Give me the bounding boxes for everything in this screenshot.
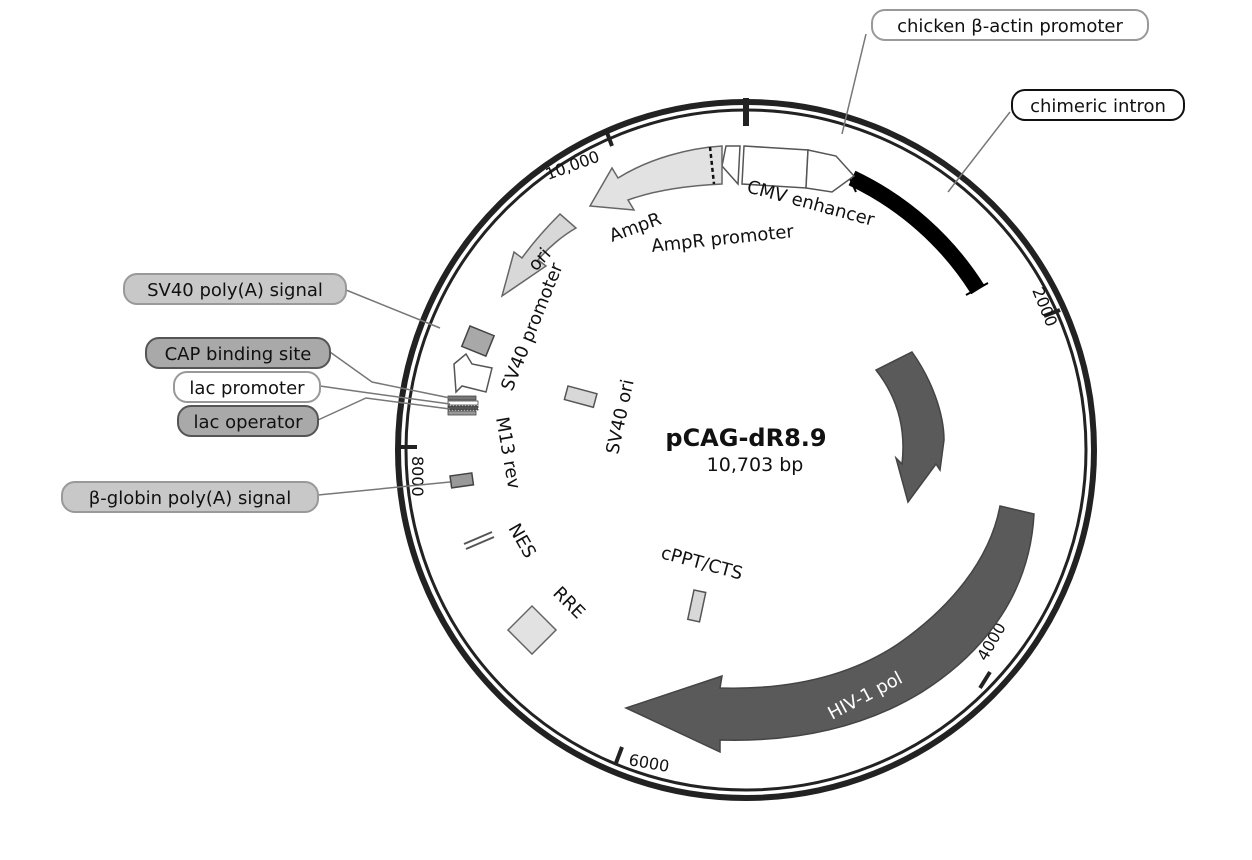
rre-box [506,604,558,656]
callout-lac-promoter: lac promoter [189,378,305,399]
leader-sv40-polya [345,289,441,329]
tick-mark-10000 [604,129,614,147]
hiv-gag-arrow [874,351,945,504]
sv40-ori-box [563,385,598,409]
leader-chimeric-intron [947,111,1011,193]
tick-label-10000: 10,000 [543,147,602,184]
callout-cap-binding: CAP binding site [165,344,312,365]
amp-r-arrow [588,145,723,211]
tick-mark-6000 [614,746,624,764]
chimeric-intron-end [965,282,989,296]
callout-box-lac-promoter [173,371,321,403]
label-nes: NES [504,520,540,562]
callout-box-beta-globin [61,481,319,513]
sv40-promoter-arrow [453,352,493,394]
callout-chicken-actin: chicken β-actin promoter [897,16,1123,37]
sv40-polya-box [460,325,496,358]
label-rre: RRE [548,583,589,624]
nes-mark-1 [463,531,493,545]
callout-beta-globin: β-globin poly(A) signal [89,488,291,509]
tick-label-8000: 8000 [408,456,427,497]
tick-mark-4000 [978,670,992,690]
plasmid-name: pCAG-dR8.9 [665,424,826,452]
beta-globin-polya-box [449,472,475,489]
amp-r-junction [708,146,716,185]
callout-box-sv40-polya [123,273,347,305]
lac-promoter-mark [447,400,479,406]
ori-arrow [500,212,578,298]
label-cppt-cts: cPPT/CTS [659,543,745,585]
leader-lac-operator [317,397,451,421]
leader-lac-promoter [319,385,451,405]
cap-binding-mark [447,395,477,401]
plasmid-size: 10,703 bp [707,454,804,476]
nes-mark-2 [465,536,495,550]
label-m13-rev: M13 rev [491,415,524,491]
callout-box-chicken-actin [871,9,1149,41]
label-amp-r-promoter: AmpR promoter [650,221,795,257]
hiv-pol-arrow [623,505,1035,754]
callout-box-cap-binding [145,337,331,369]
amp-r-promoter-arrow [721,145,741,186]
callout-sv40-polya: SV40 poly(A) signal [147,280,323,301]
tick-mark-2000 [1043,308,1061,318]
chimeric-intron-arc [848,170,985,295]
cag-promoter-arrow [805,149,856,193]
lac-operator-mark [447,405,479,411]
callout-box-chimeric-intron [1011,89,1185,121]
leader-chicken-actin [841,33,867,135]
cppt-cts-box [686,589,707,623]
leader-cap-binding [329,351,451,399]
callout-chimeric-intron: chimeric intron [1030,96,1166,117]
callout-box-lac-operator [177,405,319,437]
callout-lac-operator: lac operator [193,412,303,433]
leader-beta-globin [317,481,451,496]
m13-rev-mark [447,410,477,416]
label-sv40-ori: SV40 ori [602,378,638,456]
